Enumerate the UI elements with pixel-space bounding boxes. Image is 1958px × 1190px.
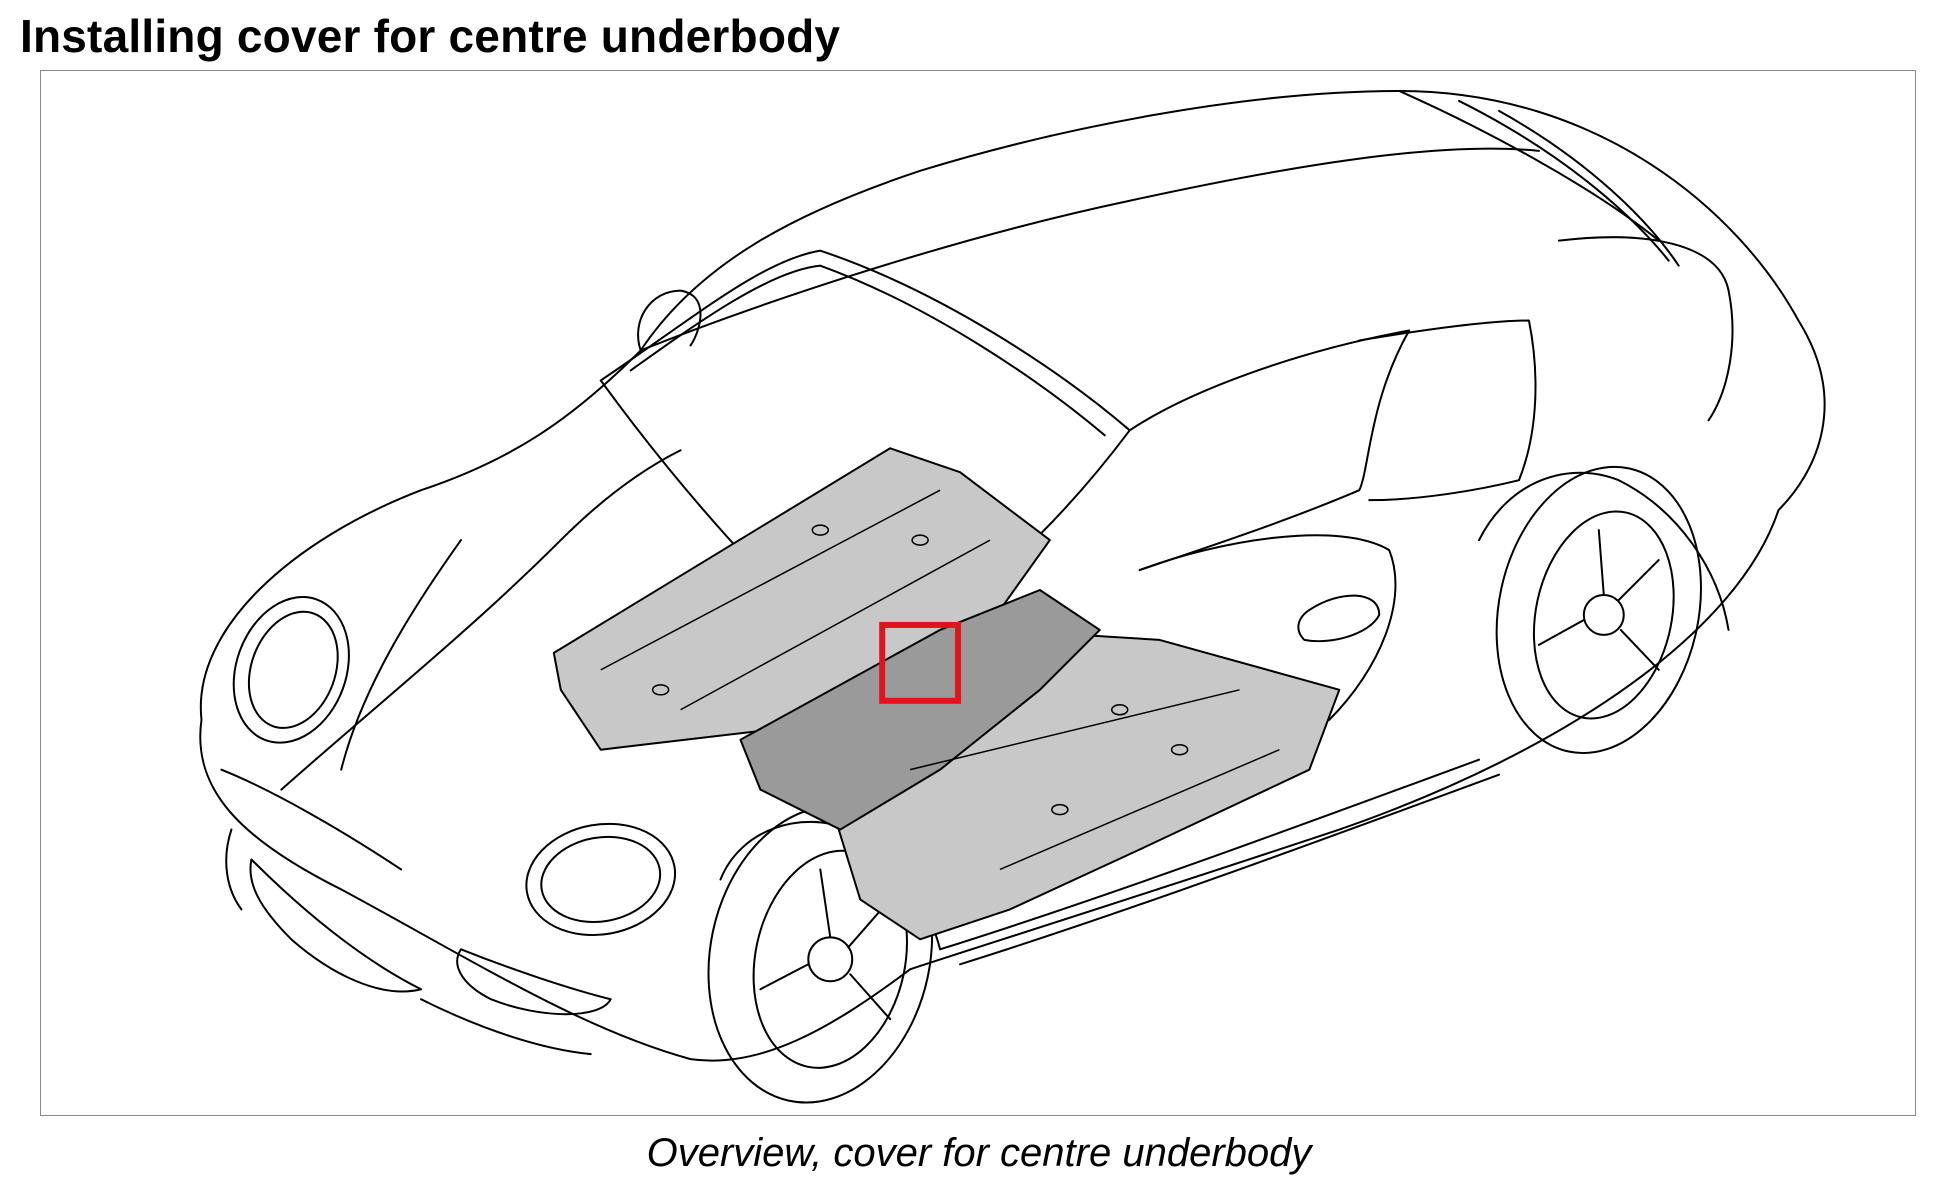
- rear-wheel: [1495, 465, 1702, 755]
- fastener-icon: [1051, 803, 1069, 816]
- bumper-intake: [249, 858, 423, 993]
- headlight-left: [232, 596, 350, 744]
- fastener-icon: [911, 534, 929, 546]
- highlight-marker: [879, 621, 962, 704]
- hood-line: [280, 449, 682, 791]
- roof-line: [639, 147, 1540, 352]
- side-sill: [939, 758, 1481, 951]
- fastener-icon: [651, 684, 670, 696]
- roof-rear-line: [1398, 89, 1660, 242]
- fastener-icon: [1110, 704, 1129, 716]
- headlight-right: [525, 822, 677, 937]
- side-window: [1128, 329, 1411, 572]
- figure-frame: [40, 70, 1916, 1116]
- page-title: Installing cover for centre underbody: [20, 10, 841, 62]
- rear-wheel-arch: [1478, 471, 1730, 631]
- figure-caption: Overview, cover for centre underbody: [646, 1131, 1312, 1175]
- car-body-outline: [199, 89, 1826, 1062]
- fastener-icon: [1170, 743, 1189, 756]
- fastener-icon: [811, 524, 830, 536]
- door-handle: [1297, 594, 1381, 643]
- car-underbody-illustration: [199, 89, 1826, 1104]
- centre-cover-panel: [739, 589, 1101, 831]
- side-mirror: [637, 289, 702, 352]
